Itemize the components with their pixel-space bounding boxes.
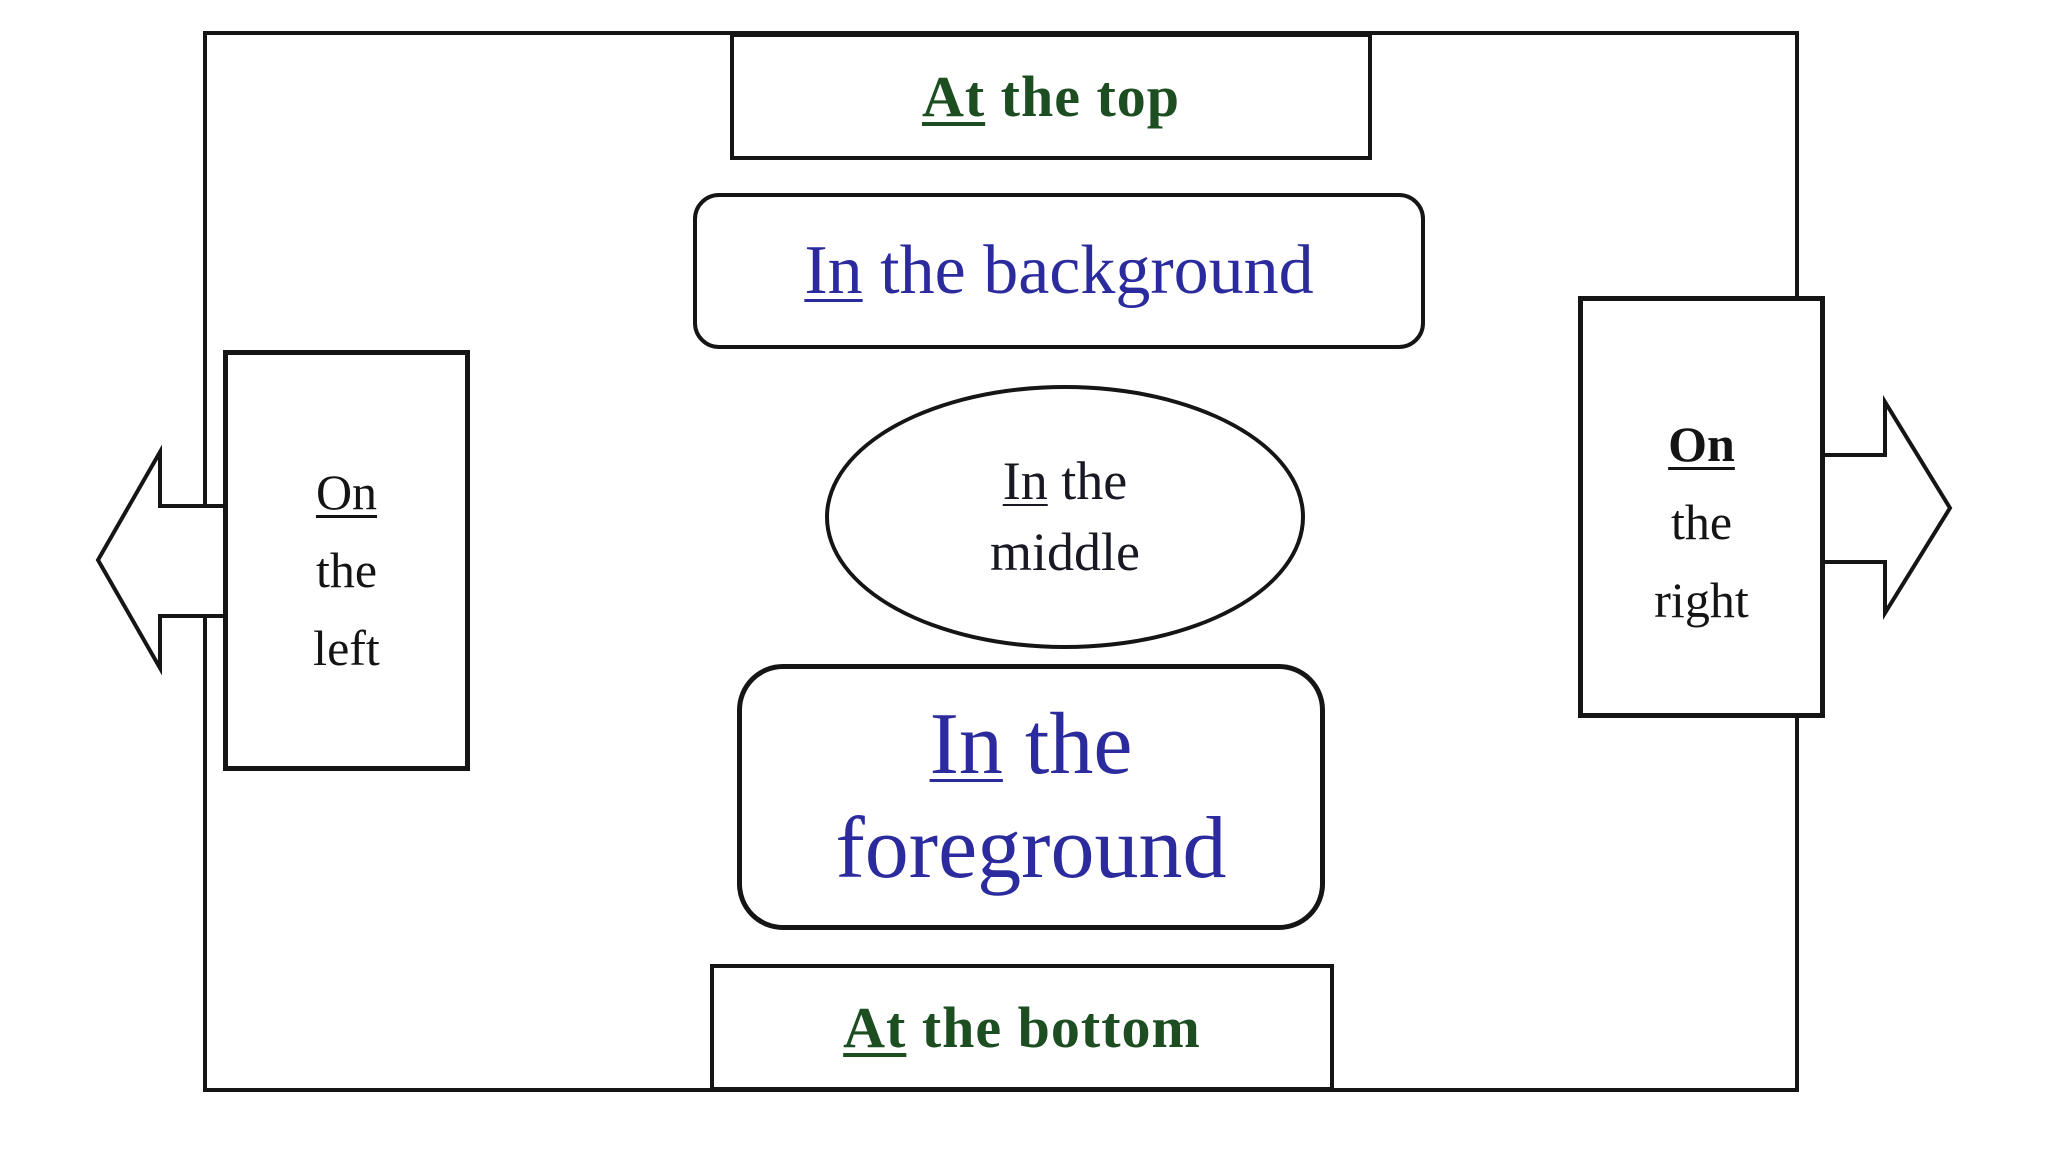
- label-box-at-the-top: At the top: [730, 33, 1372, 160]
- at-the-bottom-label: At the bottom: [843, 995, 1201, 1060]
- in-the-middle-line2: middle: [990, 522, 1140, 582]
- on-the-right-label: On the right: [1654, 405, 1748, 639]
- label-box-on-the-right: On the right: [1578, 296, 1825, 718]
- in-the-middle-line1: In the: [1002, 450, 1128, 511]
- in-the-foreground-line1: In the: [929, 696, 1133, 794]
- on-the-left-label: On the left: [313, 453, 380, 687]
- in-the-foreground-label: In the foreground: [836, 693, 1227, 901]
- on-the-left-line3: left: [313, 619, 380, 676]
- arrow-right-icon: [1820, 394, 1953, 621]
- on-the-left-line2: the: [315, 541, 378, 598]
- in-the-foreground-line2: foreground: [835, 800, 1227, 897]
- on-the-right-line2: the: [1670, 494, 1733, 550]
- in-the-background-label: In the background: [804, 232, 1314, 309]
- label-box-in-the-background: In the background: [693, 193, 1425, 349]
- on-the-right-line1: On: [1668, 416, 1735, 472]
- on-the-right-line3: right: [1654, 572, 1749, 628]
- label-box-in-the-foreground: In the foreground: [737, 664, 1325, 930]
- label-box-on-the-left: On the left: [223, 350, 470, 771]
- label-ellipse-in-the-middle: In the middle: [825, 385, 1305, 649]
- label-box-at-the-bottom: At the bottom: [710, 964, 1334, 1091]
- at-the-top-label: At the top: [921, 64, 1181, 129]
- in-the-middle-label: In the middle: [990, 446, 1140, 589]
- on-the-left-line1: On: [315, 463, 378, 520]
